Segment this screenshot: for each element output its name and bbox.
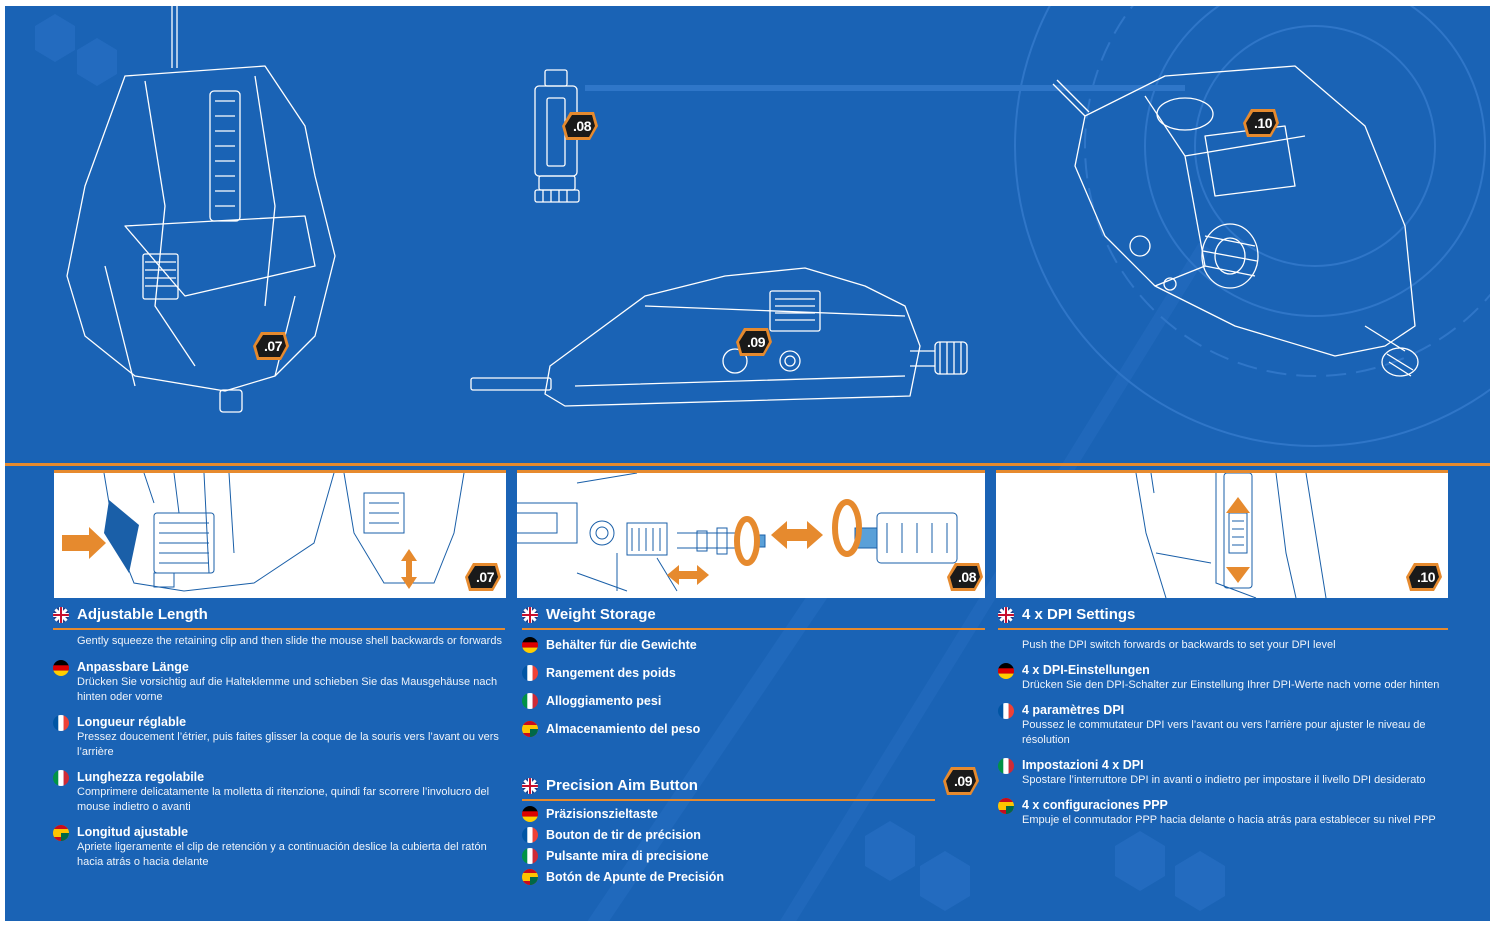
fr-flag-icon <box>53 715 69 731</box>
entry-heading: 4 paramètres DPI <box>1022 703 1125 717</box>
panel-07-adjustable-length: .07 <box>54 473 506 598</box>
title-underline <box>998 628 1448 630</box>
panel-07-top-strip <box>54 470 506 473</box>
uk-us-flag-icon <box>522 607 538 623</box>
precision-aim-badge: .09 <box>943 767 979 795</box>
mouse-perspective-view <box>1052 65 1419 377</box>
entry-heading: Longitud ajustable <box>77 825 189 839</box>
precision-aim-list: Präzisionszieltaste Bouton de tir de pré… <box>522 805 985 886</box>
entry-es: Longitud ajustable Apriete ligeramente e… <box>53 825 505 870</box>
panel-08-weight-storage: .08 <box>517 473 985 598</box>
list-item: Behälter für die Gewichte <box>522 636 985 654</box>
list-item: Rangement des poids <box>522 664 985 682</box>
panel-08-top-strip <box>517 470 985 473</box>
panel-07-badge: .07 <box>465 563 501 591</box>
badge-10: .10 <box>1243 109 1279 137</box>
fr-flag-icon <box>522 665 538 681</box>
mouse-side-view <box>470 267 968 407</box>
de-flag-icon <box>53 660 69 676</box>
panel-08-badge: .08 <box>947 563 983 591</box>
entry-text: Drücken Sie den DPI-Schalter zur Einstel… <box>1022 679 1440 691</box>
entry-text: Push the DPI switch forwards or backward… <box>1022 639 1336 651</box>
panel-08-illustration <box>517 473 958 592</box>
es-flag-icon <box>998 798 1014 814</box>
entry-heading: 4 x configuraciones PPP <box>1022 798 1168 812</box>
title-underline <box>53 628 505 630</box>
de-flag-icon <box>998 663 1014 679</box>
section-adjustable-length: Adjustable Length Gently squeeze the ret… <box>53 604 505 870</box>
section-title: 4 x DPI Settings <box>998 604 1448 626</box>
list-item: Botón de Apunte de Precisión <box>522 868 985 886</box>
section-title: Adjustable Length <box>53 604 505 626</box>
entry-fr: Longueur réglable Pressez doucement l’ét… <box>53 715 505 760</box>
title-underline <box>522 628 985 630</box>
section-title-precision-aim: Precision Aim Button .09 <box>522 767 985 797</box>
fr-flag-icon <box>998 703 1014 719</box>
entry-heading: Anpassbare Länge <box>77 660 189 674</box>
de-flag-icon <box>522 637 538 653</box>
entry-text: Poussez le commutateur DPI vers l’avant … <box>1022 719 1426 746</box>
entry-it: Impostazioni 4 x DPI Spostare l’interrut… <box>998 758 1448 788</box>
entry-heading: Impostazioni 4 x DPI <box>1022 758 1144 772</box>
it-flag-icon <box>998 758 1014 774</box>
list-item: Alloggiamento pesi <box>522 692 985 710</box>
title-underline <box>522 799 935 801</box>
entry-de: Anpassbare Länge Drücken Sie vorsichtig … <box>53 660 505 705</box>
entry-text: Spostare l’interruttore DPI in avanti o … <box>1022 774 1426 786</box>
entry-heading: Longueur réglable <box>77 715 187 729</box>
es-flag-icon <box>522 869 538 885</box>
entry-de: 4 x DPI-Einstellungen Drücken Sie den DP… <box>998 663 1448 693</box>
it-flag-icon <box>522 848 538 864</box>
entry-heading: Lunghezza regolabile <box>77 770 205 784</box>
title-text: 4 x DPI Settings <box>1022 606 1136 623</box>
panel-10-illustration <box>1135 473 1327 598</box>
section-dpi-settings: 4 x DPI Settings Push the DPI switch for… <box>998 604 1448 828</box>
de-flag-icon <box>522 806 538 822</box>
fr-flag-icon <box>522 827 538 843</box>
uk-us-flag-icon <box>53 607 69 623</box>
uk-us-flag-icon <box>522 778 538 794</box>
entry-heading: 4 x DPI-Einstellungen <box>1022 663 1150 677</box>
list-item: Bouton de tir de précision <box>522 826 985 844</box>
panel-10-dpi-settings: .10 <box>996 473 1448 598</box>
badge-07: .07 <box>253 332 289 360</box>
section-divider <box>5 463 1490 466</box>
entry-text: Comprimere delicatamente la molletta di … <box>77 786 490 813</box>
entry-text: Drücken Sie vorsichtig auf die Halteklem… <box>77 676 498 703</box>
entry-fr: 4 paramètres DPI Poussez le commutateur … <box>998 703 1448 748</box>
panel-07-illustration <box>62 473 465 592</box>
entry-es: 4 x configuraciones PPP Empuje el conmut… <box>998 798 1448 828</box>
manual-page: .07 .08 .09 .10 <box>5 6 1490 921</box>
section-title: Weight Storage <box>522 604 985 626</box>
entry-text: Empuje el conmutador PPP hacia delante o… <box>1022 814 1436 826</box>
entry-text: Pressez doucement l’étrier, puis faites … <box>77 731 499 758</box>
entry-text: Apriete ligeramente el clip de retención… <box>77 841 487 868</box>
mouse-illustrations <box>66 6 1419 413</box>
entry-it: Lunghezza regolabile Comprimere delicata… <box>53 770 505 815</box>
title-text: Adjustable Length <box>77 606 208 623</box>
title-text: Precision Aim Button <box>546 777 698 794</box>
entry-text: Gently squeeze the retaining clip and th… <box>77 635 502 647</box>
list-item: Präzisionszieltaste <box>522 805 985 823</box>
badge-09: .09 <box>736 328 772 356</box>
weight-storage-list: Behälter für die Gewichte Rangement des … <box>522 636 985 738</box>
list-item: Almacenamiento del peso <box>522 720 985 738</box>
badge-08: .08 <box>562 112 598 140</box>
entry-en: Gently squeeze the retaining clip and th… <box>53 634 505 649</box>
mouse-top-view <box>66 6 336 413</box>
uk-us-flag-icon <box>998 607 1014 623</box>
it-flag-icon <box>522 693 538 709</box>
list-item: Pulsante mira di precisione <box>522 847 985 865</box>
it-flag-icon <box>53 770 69 786</box>
entry-en: Push the DPI switch forwards or backward… <box>998 638 1448 653</box>
panel-10-top-strip <box>996 470 1448 473</box>
es-flag-icon <box>522 721 538 737</box>
es-flag-icon <box>53 825 69 841</box>
title-text: Weight Storage <box>546 606 656 623</box>
panel-10-badge: .10 <box>1406 563 1442 591</box>
section-weight-storage: Weight Storage Behälter für die Gewichte… <box>522 604 985 886</box>
